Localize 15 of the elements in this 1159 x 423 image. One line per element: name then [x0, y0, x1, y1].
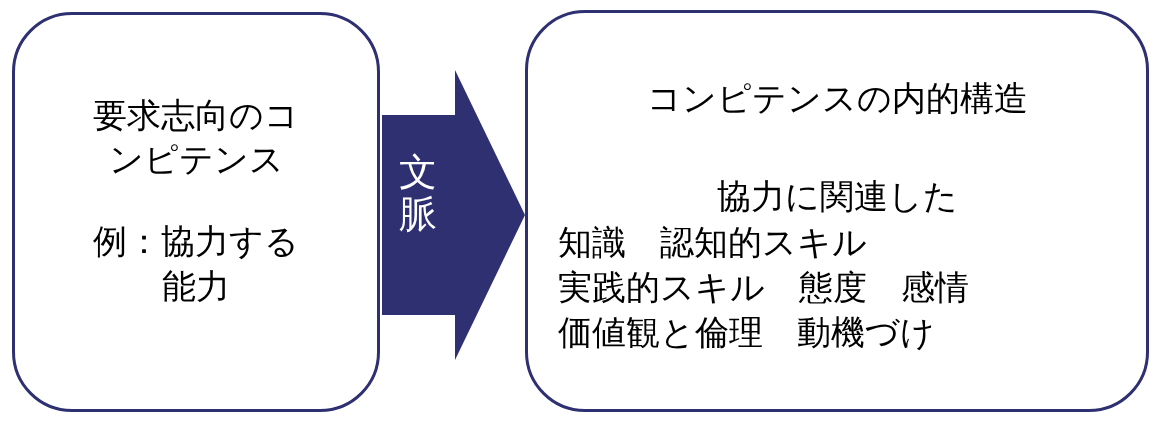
- item-text: 感情: [901, 269, 969, 304]
- rounded-box: [12, 12, 380, 412]
- item-text: 認知的スキル: [660, 224, 867, 259]
- box-text: 例：協力する能力: [92, 221, 300, 307]
- item-text: 動機づけ: [797, 314, 935, 349]
- edge-label: 文脈: [398, 152, 438, 236]
- box-heading: コンピテンスの内的構造: [645, 78, 1029, 119]
- box-text: 協力に関連した: [715, 176, 959, 217]
- item-text: 実践的スキル: [558, 269, 765, 304]
- item-text: 知識: [558, 224, 626, 259]
- block-arrow: [382, 70, 525, 360]
- box-text: 要求志向のコンピテンス: [92, 95, 300, 181]
- rounded-box: [525, 10, 1149, 412]
- item-text: 態度: [799, 269, 867, 304]
- item-text: 価値観と倫理: [558, 314, 763, 349]
